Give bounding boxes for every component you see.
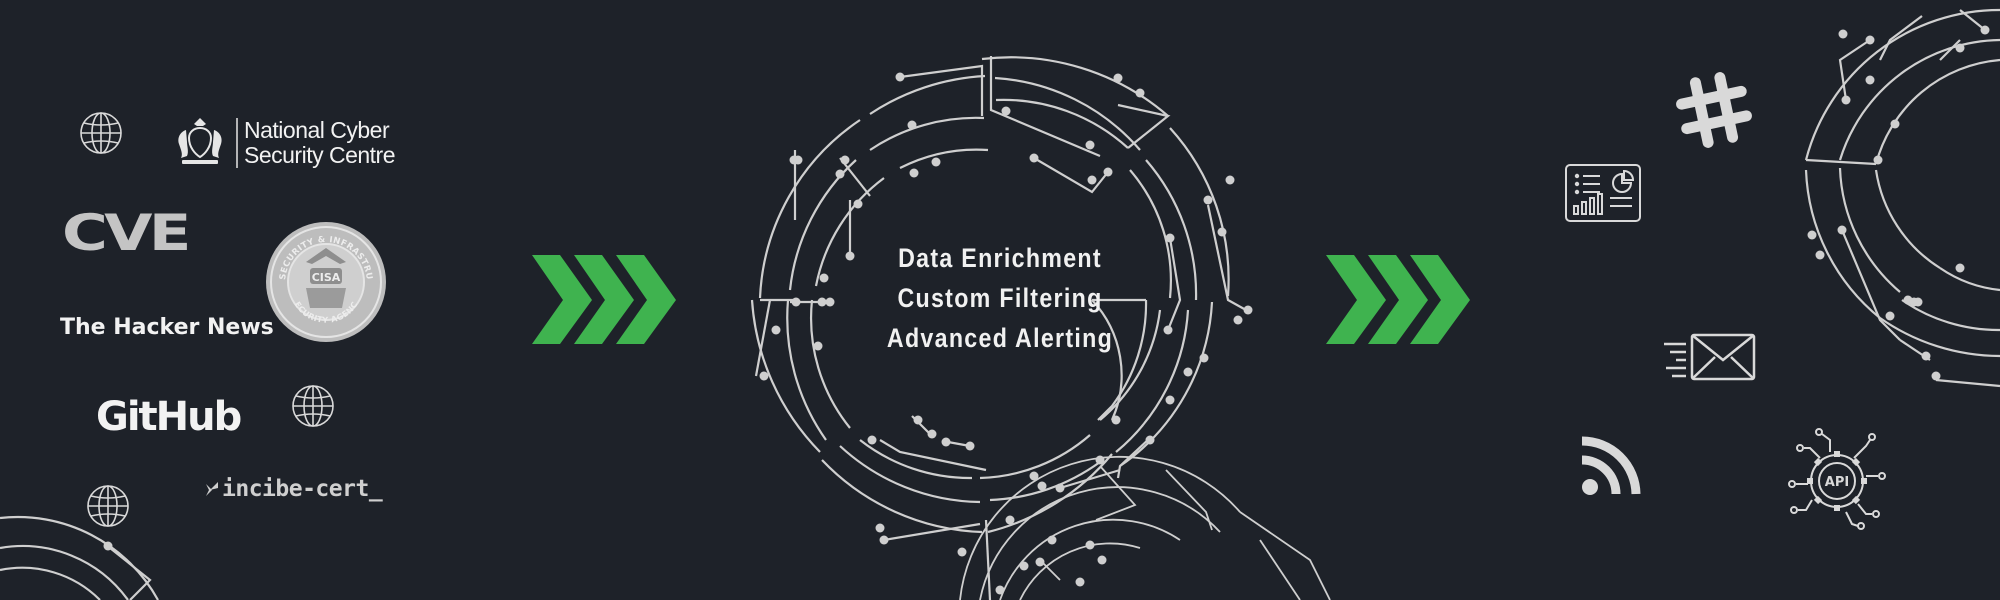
chevron-right-icon bbox=[1410, 255, 1470, 344]
globe-icon bbox=[87, 485, 129, 527]
chevron-right-icon bbox=[574, 255, 634, 344]
chevron-right-icon bbox=[1326, 255, 1386, 344]
email-icon bbox=[1664, 333, 1756, 381]
github-logo: GitHub bbox=[96, 394, 242, 440]
ncsc-logo: National Cyber Security Centre bbox=[244, 117, 396, 168]
api-label: API bbox=[1825, 475, 1849, 490]
bottom-circuit-ring bbox=[959, 455, 1331, 600]
globe-icon bbox=[292, 385, 334, 427]
step-advanced-alerting: Advanced Alerting bbox=[886, 323, 1114, 353]
ncsc-line-1: National Cyber bbox=[244, 117, 390, 143]
ncsc-line-2: Security Centre bbox=[244, 142, 396, 168]
chevron-right-icon bbox=[616, 255, 676, 344]
processing-steps: Data Enrichment Custom Filtering Advance… bbox=[871, 238, 1129, 358]
cisa-center-label: CISA bbox=[312, 271, 341, 284]
cve-logo: CVE bbox=[62, 204, 191, 262]
central-circuit-ring bbox=[750, 56, 1247, 600]
rss-icon bbox=[1581, 436, 1641, 495]
incibe-cert-logo: incibe-cert_ bbox=[222, 476, 383, 502]
api-gear-icon: API bbox=[1788, 428, 1886, 530]
step-data-enrichment: Data Enrichment bbox=[898, 243, 1102, 273]
right-circuit-ring bbox=[1804, 8, 2000, 388]
chevron-right-icon bbox=[1368, 255, 1428, 344]
the-hacker-news-logo: The Hacker News bbox=[60, 315, 274, 340]
dashboard-icon bbox=[1565, 164, 1641, 222]
bottom-left-circuit-ring bbox=[0, 515, 159, 600]
globe-icon bbox=[80, 112, 122, 154]
step-custom-filtering: Custom Filtering bbox=[897, 283, 1103, 313]
chevron-right-icon bbox=[532, 255, 592, 344]
slack-icon bbox=[1676, 72, 1752, 148]
